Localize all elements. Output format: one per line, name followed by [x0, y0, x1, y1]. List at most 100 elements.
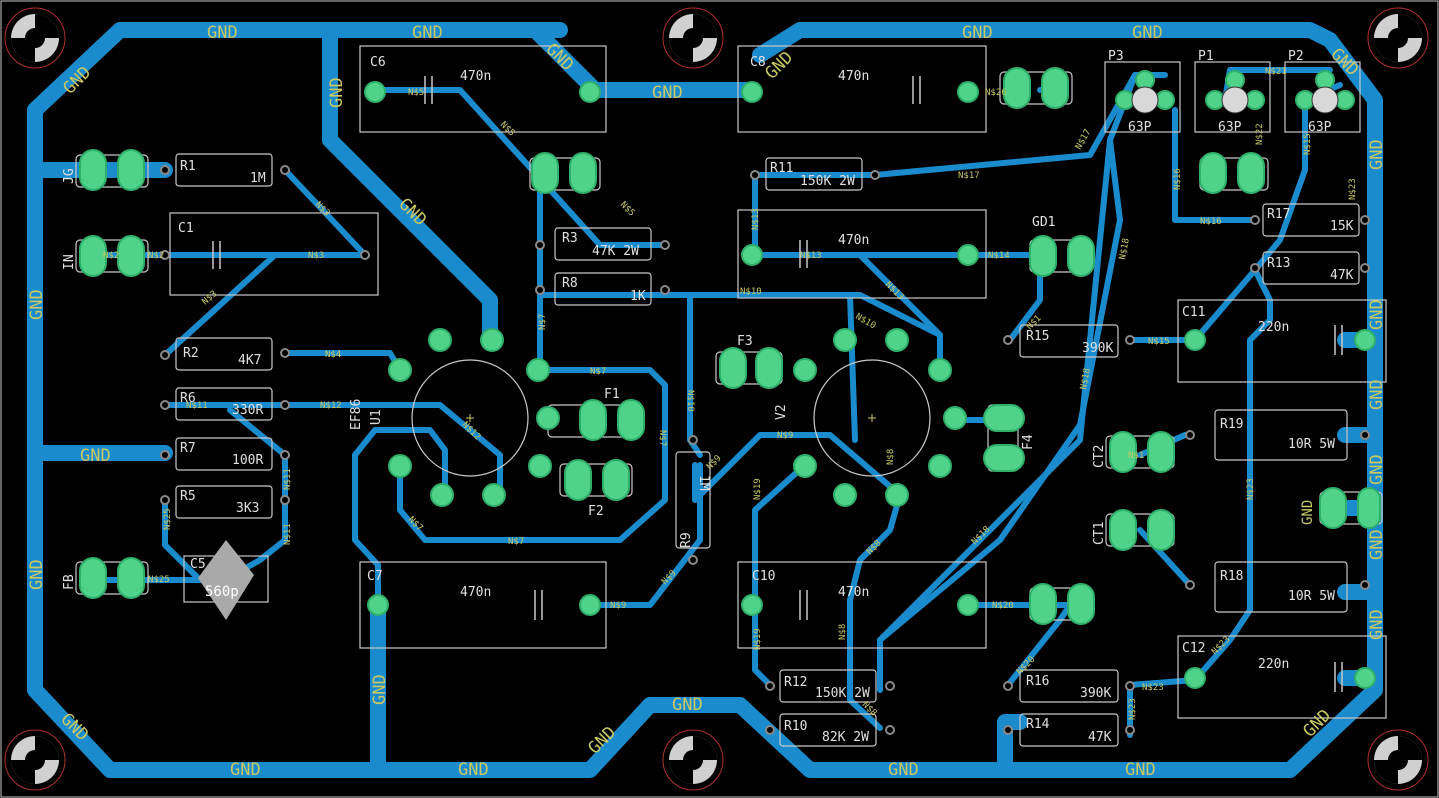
net-label: N$10 [854, 312, 878, 332]
u1-label: EF86 [349, 399, 364, 430]
gnd-label: GND [1367, 454, 1387, 485]
gnd-label: GND [962, 23, 993, 43]
c7-outline [359, 561, 607, 649]
net-label: N$5 [618, 200, 637, 219]
net-label: N$13 [751, 208, 761, 230]
gnd-label: GND [1367, 299, 1387, 330]
r5-label: R5 [180, 489, 196, 504]
f4-label: F4 [1021, 434, 1036, 450]
r9-outline [675, 451, 711, 549]
r5-value: 3K3 [236, 501, 259, 516]
r2-outline [175, 337, 273, 371]
c8-label: C8 [750, 55, 766, 70]
r18-value: 10R 5W [1288, 589, 1335, 604]
gnd-label: GND [1367, 609, 1387, 640]
gnd-label: GND [1132, 23, 1163, 43]
r8-outline [554, 272, 652, 306]
trace-net-labels: N$2 N$2 N$3 N$3 N$3 N$4 N$11 N$12 N$12 N… [103, 67, 1358, 720]
r16-label: R16 [1026, 674, 1049, 689]
r9-value: 1M [696, 475, 711, 491]
p1-value: 63P [1218, 120, 1242, 135]
r16-value: 390K [1080, 686, 1111, 701]
net-label: N$2 [103, 251, 119, 261]
gnd-label: GND [1300, 500, 1316, 525]
gnd-labels: GND GND GND GND GND GND GND GND GND GND … [27, 23, 1387, 780]
r18-label: R18 [1220, 569, 1243, 584]
r3-label: R3 [562, 231, 578, 246]
net-label: N$17 [1074, 128, 1094, 152]
u1-ref: U1 [369, 409, 384, 425]
p1-label: P1 [1198, 49, 1214, 64]
net-label: N$11 [283, 468, 293, 490]
r15-value: 390K [1082, 341, 1113, 356]
r7-value: 100R [232, 453, 263, 468]
c6-value: 470n [460, 69, 491, 84]
p3-label: P3 [1108, 49, 1124, 64]
r9-label: R9 [679, 532, 694, 548]
u1-socket [411, 359, 529, 477]
r13-label: R13 [1267, 256, 1290, 271]
r2-label: R2 [183, 346, 199, 361]
c8-value: 470n [838, 69, 869, 84]
gnd-label: GND [370, 674, 390, 705]
r11-outline [765, 157, 863, 191]
net-label: N$10 [685, 390, 695, 412]
pads [79, 67, 1381, 689]
vias [160, 165, 1370, 735]
r3-outline [554, 227, 652, 261]
r8-value: 1K [630, 289, 646, 304]
gnd-label: GND [27, 289, 47, 320]
net-label: N$1 [1128, 451, 1144, 461]
net-label: N$17 [958, 171, 980, 181]
in-label: IN [62, 254, 77, 270]
r13-outline [1262, 251, 1360, 285]
cap-symbols [212, 76, 1343, 692]
net-label: N$16 [1173, 168, 1183, 190]
c11-value: 220n [1258, 320, 1289, 335]
net-label: N$21 [1265, 67, 1287, 77]
r16-outline [1019, 669, 1119, 703]
c10-label: C10 [752, 569, 775, 584]
net-label: N$4 [325, 350, 341, 360]
net-label: N$11 [283, 523, 293, 545]
net-label: N$12 [320, 401, 342, 411]
net-label: N$11 [186, 401, 208, 411]
c9-outline [737, 209, 987, 299]
p1-outline [1194, 61, 1271, 133]
r11-value: 150K 2W [800, 174, 855, 189]
c7-value: 470n [460, 585, 491, 600]
gnd-label: GND [230, 760, 261, 780]
c7-label: C7 [367, 569, 383, 584]
r15-outline [1019, 324, 1119, 358]
c9-value: 470n [838, 233, 869, 248]
r3-value: 47K 2W [592, 244, 639, 259]
f1-label: F1 [604, 387, 620, 402]
c8-outline [737, 45, 987, 133]
r14-label: R14 [1026, 717, 1050, 732]
r7-outline [175, 437, 273, 471]
silkscreen [75, 45, 1387, 747]
crosshairs [466, 414, 876, 422]
r1-label: R1 [180, 159, 196, 174]
r10-label: R10 [784, 719, 807, 734]
net-label: N$23 [1246, 478, 1256, 500]
r17-value: 15K [1330, 219, 1354, 234]
p2-value: 63P [1308, 120, 1332, 135]
gd1-label: GD1 [1032, 215, 1055, 230]
f2-label: F2 [588, 504, 604, 519]
net-label: N$23 [1128, 698, 1138, 720]
net-label: N$9 [610, 601, 626, 611]
ct1-label: CT1 [1092, 522, 1107, 545]
c5-body [198, 540, 254, 620]
ref-labels: R1 1M C1 R2 4K7 R6 330R R7 100R R5 3K3 C… [62, 49, 1354, 745]
gnd-label: GND [412, 23, 443, 43]
gnd-label: GND [672, 695, 703, 715]
r12-outline [779, 669, 877, 703]
net-label: N$18 [1118, 237, 1132, 260]
r10-outline [779, 713, 877, 747]
gnd-label: GND [652, 83, 683, 103]
net-label: N$25 [148, 575, 170, 585]
